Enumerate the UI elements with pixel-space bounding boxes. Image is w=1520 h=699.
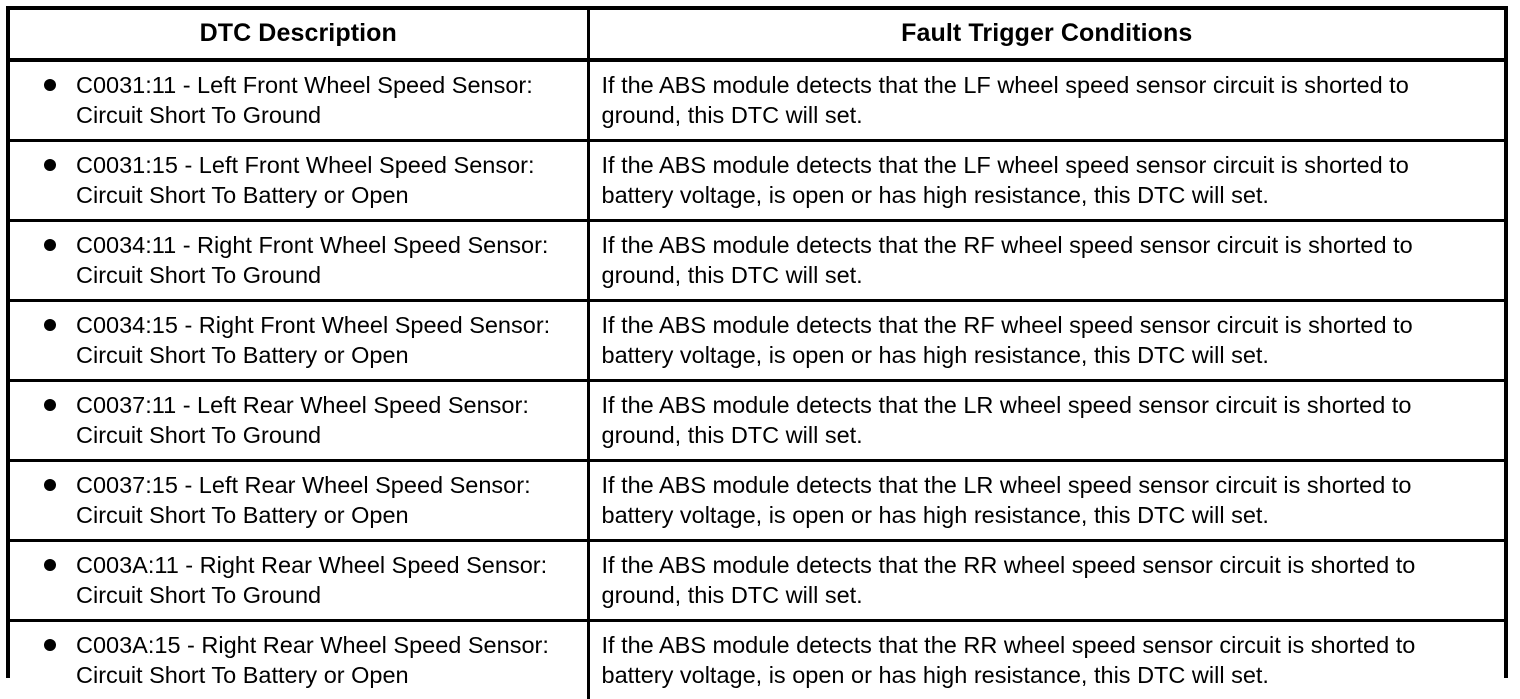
dtc-description-cell: C0031:15 - Left Front Wheel Speed Sensor…: [10, 141, 588, 221]
bullet-point-icon: [44, 239, 56, 251]
dtc-description-text: C003A:11 - Right Rear Wheel Speed Sensor…: [76, 550, 577, 610]
fault-trigger-condition-cell: If the ABS module detects that the RF wh…: [588, 301, 1504, 381]
dtc-description-cell: C003A:15 - Right Rear Wheel Speed Sensor…: [10, 621, 588, 699]
dtc-description-text: C0034:11 - Right Front Wheel Speed Senso…: [76, 230, 577, 290]
dtc-description-cell: C0034:15 - Right Front Wheel Speed Senso…: [10, 301, 588, 381]
fault-trigger-condition-cell: If the ABS module detects that the LF wh…: [588, 141, 1504, 221]
dtc-description-cell: C0037:15 - Left Rear Wheel Speed Sensor:…: [10, 461, 588, 541]
bullet-list-item: C0037:15 - Left Rear Wheel Speed Sensor:…: [20, 470, 577, 530]
dtc-description-cell: C0037:11 - Left Rear Wheel Speed Sensor:…: [10, 381, 588, 461]
dtc-description-text: C0031:15 - Left Front Wheel Speed Sensor…: [76, 150, 577, 210]
table-row: C0031:11 - Left Front Wheel Speed Sensor…: [10, 60, 1504, 141]
fault-trigger-condition-text: If the ABS module detects that the RF wh…: [600, 230, 1495, 290]
dtc-description-cell: C0034:11 - Right Front Wheel Speed Senso…: [10, 221, 588, 301]
fault-trigger-condition-text: If the ABS module detects that the LR wh…: [600, 470, 1495, 530]
fault-trigger-condition-text: If the ABS module detects that the RR wh…: [600, 630, 1495, 690]
bullet-point-icon: [44, 639, 56, 651]
fault-trigger-condition-text: If the ABS module detects that the RF wh…: [600, 310, 1495, 370]
dtc-description-cell: C0031:11 - Left Front Wheel Speed Sensor…: [10, 60, 588, 141]
dtc-fault-table-container: DTC Description Fault Trigger Conditions…: [6, 6, 1508, 678]
table-row: C0031:15 - Left Front Wheel Speed Sensor…: [10, 141, 1504, 221]
bullet-list-item: C003A:15 - Right Rear Wheel Speed Sensor…: [20, 630, 577, 690]
fault-trigger-condition-cell: If the ABS module detects that the LR wh…: [588, 381, 1504, 461]
dtc-description-text: C0034:15 - Right Front Wheel Speed Senso…: [76, 310, 577, 370]
table-row: C0034:15 - Right Front Wheel Speed Senso…: [10, 301, 1504, 381]
fault-trigger-condition-cell: If the ABS module detects that the RR wh…: [588, 621, 1504, 699]
fault-trigger-condition-text: If the ABS module detects that the RR wh…: [600, 550, 1495, 610]
dtc-description-text: C003A:15 - Right Rear Wheel Speed Sensor…: [76, 630, 577, 690]
table-body: C0031:11 - Left Front Wheel Speed Sensor…: [10, 60, 1504, 699]
fault-trigger-condition-text: If the ABS module detects that the LF wh…: [600, 150, 1495, 210]
table-row: C003A:15 - Right Rear Wheel Speed Sensor…: [10, 621, 1504, 699]
fault-trigger-condition-text: If the ABS module detects that the LR wh…: [600, 390, 1495, 450]
column-header-dtc-description: DTC Description: [10, 10, 588, 60]
dtc-description-text: C0037:11 - Left Rear Wheel Speed Sensor:…: [76, 390, 577, 450]
fault-trigger-condition-cell: If the ABS module detects that the RR wh…: [588, 541, 1504, 621]
bullet-point-icon: [44, 399, 56, 411]
table-row: C003A:11 - Right Rear Wheel Speed Sensor…: [10, 541, 1504, 621]
header-row: DTC Description Fault Trigger Conditions: [10, 10, 1504, 60]
bullet-list-item: C0037:11 - Left Rear Wheel Speed Sensor:…: [20, 390, 577, 450]
fault-trigger-condition-text: If the ABS module detects that the LF wh…: [600, 70, 1495, 130]
bullet-list-item: C0031:11 - Left Front Wheel Speed Sensor…: [20, 70, 577, 130]
bullet-list-item: C0031:15 - Left Front Wheel Speed Sensor…: [20, 150, 577, 210]
dtc-description-text: C0037:15 - Left Rear Wheel Speed Sensor:…: [76, 470, 577, 530]
table-row: C0037:11 - Left Rear Wheel Speed Sensor:…: [10, 381, 1504, 461]
table-row: C0037:15 - Left Rear Wheel Speed Sensor:…: [10, 461, 1504, 541]
bullet-point-icon: [44, 559, 56, 571]
bullet-list-item: C0034:11 - Right Front Wheel Speed Senso…: [20, 230, 577, 290]
bullet-point-icon: [44, 479, 56, 491]
fault-trigger-condition-cell: If the ABS module detects that the LF wh…: [588, 60, 1504, 141]
bullet-point-icon: [44, 159, 56, 171]
bullet-list-item: C0034:15 - Right Front Wheel Speed Senso…: [20, 310, 577, 370]
table-row: C0034:11 - Right Front Wheel Speed Senso…: [10, 221, 1504, 301]
dtc-description-cell: C003A:11 - Right Rear Wheel Speed Sensor…: [10, 541, 588, 621]
dtc-fault-table: DTC Description Fault Trigger Conditions…: [10, 10, 1504, 699]
dtc-description-text: C0031:11 - Left Front Wheel Speed Sensor…: [76, 70, 577, 130]
table-header: DTC Description Fault Trigger Conditions: [10, 10, 1504, 60]
fault-trigger-condition-cell: If the ABS module detects that the RF wh…: [588, 221, 1504, 301]
bullet-point-icon: [44, 319, 56, 331]
column-header-fault-trigger-conditions: Fault Trigger Conditions: [588, 10, 1504, 60]
fault-trigger-condition-cell: If the ABS module detects that the LR wh…: [588, 461, 1504, 541]
bullet-list-item: C003A:11 - Right Rear Wheel Speed Sensor…: [20, 550, 577, 610]
bullet-point-icon: [44, 79, 56, 91]
